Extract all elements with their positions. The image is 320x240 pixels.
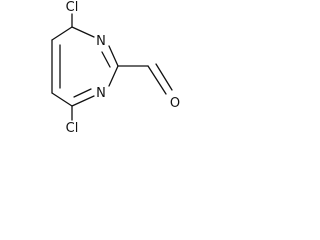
structure-diagram: Cl N N Cl O — [51, 0, 180, 136]
bond-c4-ctop — [51, 26, 73, 41]
atom-labels: Cl N N Cl O — [66, 0, 180, 136]
bond-c2-n1 — [108, 65, 119, 87]
bond-n1-c6 — [71, 95, 95, 107]
atom-o-aldehyde: O — [170, 96, 180, 111]
bond-cho-o-double — [155, 63, 173, 91]
atom-n-upper: N — [96, 34, 106, 49]
atom-cl-bottom: Cl — [66, 121, 79, 136]
bond-c6-c5 — [51, 92, 73, 107]
pyrimidine-ring — [51, 26, 119, 107]
atom-n-lower: N — [96, 86, 106, 101]
atom-cl-top: Cl — [66, 0, 79, 15]
bond-c4-n3 — [71, 26, 95, 38]
bond-cho-o — [147, 65, 167, 95]
substituents — [71, 13, 173, 121]
bond-n1-c6-double — [73, 88, 92, 98]
bond-n3-c2 — [108, 45, 119, 67]
bond-n3-c2-double — [101, 51, 111, 68]
